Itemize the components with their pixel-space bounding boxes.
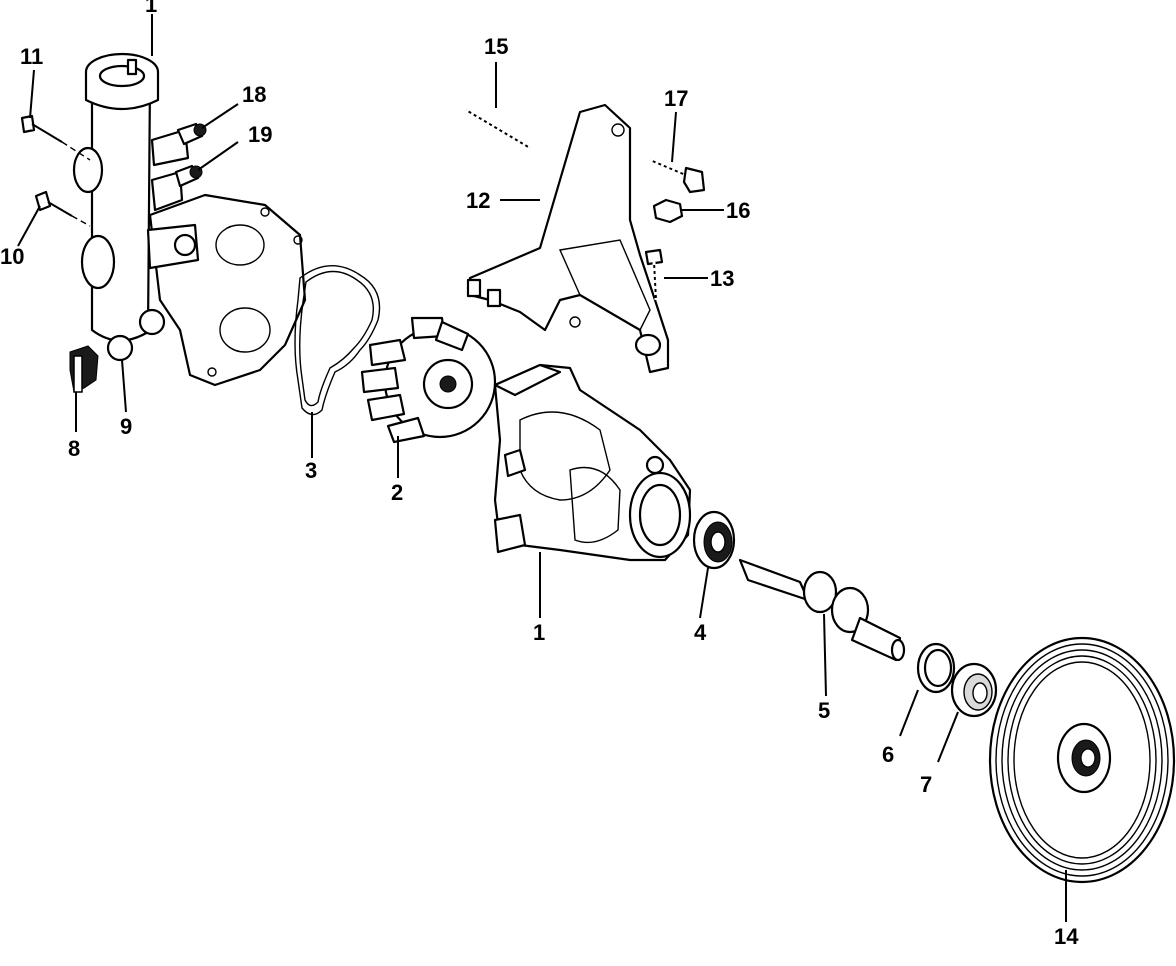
callout-12: 12 [466, 188, 490, 213]
pulley-14 [988, 636, 1176, 884]
callout-18: 18 [242, 82, 266, 107]
bearing-4 [692, 510, 736, 570]
impeller-2 [360, 316, 497, 444]
callout-5: 5 [818, 698, 830, 723]
callout-1-top: 1 [145, 0, 157, 17]
pump-housing-part [493, 363, 692, 562]
callout-8: 8 [68, 436, 80, 461]
callout-15: 15 [484, 34, 508, 59]
snap-ring-6 [916, 642, 956, 694]
cover-housing-part [72, 52, 307, 387]
callout-1-bottom: 1 [533, 620, 545, 645]
bolt-13 [644, 248, 664, 301]
nut-16 [652, 198, 684, 224]
drain-plug-8 [69, 345, 99, 393]
callout-labels: 1 11 18 19 10 8 9 3 2 1 15 17 12 16 13 4… [0, 0, 1079, 949]
callout-2: 2 [391, 480, 403, 505]
callout-19: 19 [248, 122, 272, 147]
bolt-17 [649, 157, 706, 194]
callout-6: 6 [882, 742, 894, 767]
callout-16: 16 [726, 198, 750, 223]
callout-7: 7 [920, 772, 932, 797]
gasket-3 [294, 265, 381, 416]
bolt-10 [34, 190, 91, 227]
callout-11: 11 [20, 44, 43, 69]
callout-9: 9 [120, 414, 132, 439]
callout-13: 13 [710, 266, 734, 291]
callout-10: 10 [0, 244, 24, 269]
callout-4: 4 [694, 620, 707, 645]
shaft-5 [738, 558, 906, 662]
bolt-11 [20, 114, 91, 161]
seal-7 [950, 662, 998, 718]
leader-lines [17, 14, 1067, 922]
mounting-bracket-12 [466, 103, 670, 374]
stud-15 [464, 108, 532, 150]
callout-3: 3 [305, 458, 317, 483]
callout-17: 17 [664, 86, 688, 111]
o-ring-9 [106, 334, 134, 362]
callout-14: 14 [1054, 924, 1079, 949]
